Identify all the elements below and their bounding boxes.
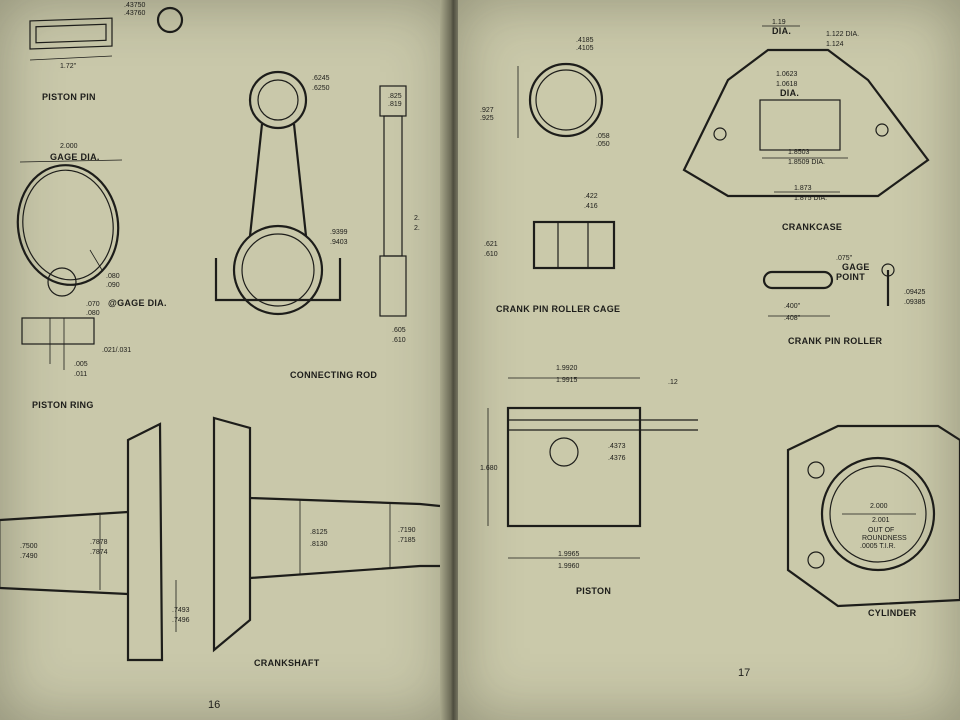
- page-number-left: 16: [208, 699, 220, 711]
- piston-top-b: 1.9915: [556, 377, 578, 384]
- cc-top-b: DIA.: [772, 26, 791, 36]
- ring-gap-a: .080: [106, 273, 120, 280]
- cc-inner-b: 1.0618: [776, 81, 798, 88]
- page-number-right: 17: [738, 667, 750, 679]
- crank-pin-b: .7496: [172, 617, 190, 624]
- ring-gap-b: .090: [106, 282, 120, 289]
- rod-length-b: 2.: [414, 225, 420, 232]
- piston-label: PISTON: [576, 586, 611, 596]
- piston-ring-dim: .12: [668, 379, 678, 386]
- cc-mid-b: 1.8509 DIA.: [788, 159, 825, 166]
- piston-drawing: 1.9920 1.9915 1.680 .12 .4373 .4376 1.99…: [480, 365, 698, 596]
- cc-bottom-b: 1.875 DIA.: [794, 195, 827, 202]
- crankshaft-label: CRANKSHAFT: [254, 658, 320, 668]
- piston-pin-b: .4376: [608, 455, 626, 462]
- crank-center-b: .8130: [310, 541, 328, 548]
- cage-height-b: .610: [484, 251, 498, 258]
- piston-bottom-b: 1.9960: [558, 563, 580, 570]
- right-page-drawings: .4185 .4105 .927 .925 .058 .050 .422 .41…: [480, 19, 960, 679]
- rod-side-b: .819: [388, 101, 402, 108]
- ring-side-a: .005: [74, 361, 88, 368]
- piston-top-a: 1.9920: [556, 365, 578, 372]
- crank-pin-roller-cage-label: CRANK PIN ROLLER CAGE: [496, 304, 620, 314]
- cc-inner-c: DIA.: [780, 88, 799, 98]
- cyl-dia-a: 2.000: [870, 503, 888, 510]
- rod-big-end-b: .9403: [330, 239, 348, 246]
- cage-ring-gap-a: .058: [596, 133, 610, 140]
- rod-side-a: .825: [388, 93, 402, 100]
- gage-dia-label: GAGE DIA.: [50, 152, 100, 162]
- cc-dia-a: 1.122 DIA.: [826, 31, 859, 38]
- cage-ring-gap-b: .050: [596, 141, 610, 148]
- cage-ring-h-b: .925: [480, 115, 494, 122]
- cyl-dia-b: 2.001: [872, 517, 890, 524]
- connecting-rod-drawing: .6245 .6250 .9399 .9403 .825 .819 2. 2. …: [214, 70, 420, 380]
- piston-pin-drawing: .43750 .43760 1.72" PISTON PIN: [29, 2, 184, 102]
- roller-dia-a: .09425: [904, 289, 926, 296]
- ring-width-a: .070: [86, 301, 100, 308]
- ring-thickness: .021/.031: [102, 347, 131, 354]
- rod-small-end-a: .6245: [312, 75, 330, 82]
- piston-bottom-a: 1.9965: [558, 551, 580, 558]
- cc-top-a: 1.19: [772, 19, 786, 26]
- pin-dim-b: .43760: [124, 10, 146, 17]
- cage-ring-b: .4105: [576, 45, 594, 52]
- crank-left-a: .7500: [20, 543, 38, 550]
- rod-small-end-b: .6250: [312, 85, 330, 92]
- crank-mid-a: .7878: [90, 539, 108, 546]
- cage-width-b: .416: [584, 203, 598, 210]
- left-page-drawings: .43750 .43760 1.72" PISTON PIN 2.000 GAG…: [0, 2, 441, 711]
- piston-height: 1.680: [480, 465, 498, 472]
- connecting-rod-label: CONNECTING ROD: [290, 370, 377, 380]
- crank-right-a: .7190: [398, 527, 416, 534]
- cc-dia-b: 1.124: [826, 41, 844, 48]
- cage-ring-a: .4185: [576, 37, 594, 44]
- cc-inner-a: 1.0623: [776, 71, 798, 78]
- cage-height-a: .621: [484, 241, 498, 248]
- roller-dia-b: .09385: [904, 299, 926, 306]
- crank-center-a: .8125: [310, 529, 328, 536]
- roller-gage-b: GAGE: [842, 262, 870, 272]
- piston-pin-a: .4373: [608, 443, 626, 450]
- roller-gage-c: POINT: [836, 272, 865, 282]
- crank-left-b: .7490: [20, 553, 38, 560]
- piston-ring-drawing: 2.000 GAGE DIA. .080 .090 .070 .080 @GAG…: [16, 143, 167, 410]
- roller-length-b: .408": [784, 315, 801, 322]
- crankshaft-drawing: .7500 .7490 .7878 .7874 .8125 .8130 .719…: [0, 416, 441, 668]
- roller-cage-ring-drawing: .4185 .4105 .927 .925 .058 .050: [480, 37, 610, 148]
- cage-width-a: .422: [584, 193, 598, 200]
- cyl-note-3: .0005 T.I.R.: [860, 543, 896, 550]
- gage-dia-value: 2.000: [60, 143, 78, 150]
- cage-ring-h-a: .927: [480, 107, 494, 114]
- ring-width-c: @GAGE DIA.: [108, 298, 167, 308]
- piston-pin-label: PISTON PIN: [42, 92, 96, 102]
- right-page: .4185 .4105 .927 .925 .058 .050 .422 .41…: [458, 0, 960, 720]
- crank-pin-roller-label: CRANK PIN ROLLER: [788, 336, 882, 346]
- cylinder-label: CYLINDER: [868, 608, 917, 618]
- cc-bottom-a: 1.873: [794, 185, 812, 192]
- pin-length-dim: 1.72": [60, 63, 77, 70]
- roller-length-a: .400": [784, 303, 801, 310]
- rod-big-end-a: .9399: [330, 229, 348, 236]
- cylinder-drawing: 2.000 2.001 OUT OF ROUNDNESS .0005 T.I.R…: [786, 424, 960, 618]
- roller-gage-a: .075": [836, 255, 853, 262]
- rod-bottom-b: .610: [392, 337, 406, 344]
- crank-right-b: .7185: [398, 537, 416, 544]
- crank-mid-b: .7874: [90, 549, 108, 556]
- rod-length-a: 2.: [414, 215, 420, 222]
- crank-pin-roller-drawing: .075" GAGE POINT .400" .408" .09425 .093…: [762, 255, 926, 346]
- cyl-note-2: ROUNDNESS: [862, 535, 907, 542]
- crank-pin-a: .7493: [172, 607, 190, 614]
- crank-pin-roller-cage-drawing: .422 .416 .621 .610 CRANK PIN ROLLER CAG…: [484, 193, 620, 314]
- pin-dim-a: .43750: [124, 2, 146, 9]
- ring-side-b: .011: [74, 371, 87, 378]
- ring-width-b: .080: [86, 310, 100, 317]
- piston-ring-label: PISTON RING: [32, 400, 94, 410]
- left-page: .43750 .43760 1.72" PISTON PIN 2.000 GAG…: [0, 0, 452, 720]
- rod-bottom-a: .605: [392, 327, 406, 334]
- cyl-note-1: OUT OF: [868, 527, 894, 534]
- crankcase-drawing: 1.19 DIA. 1.122 DIA. 1.124 1.0623 1.0618…: [682, 19, 930, 232]
- crankcase-label: CRANKCASE: [782, 222, 842, 232]
- cc-mid-a: 1.8503: [788, 149, 810, 156]
